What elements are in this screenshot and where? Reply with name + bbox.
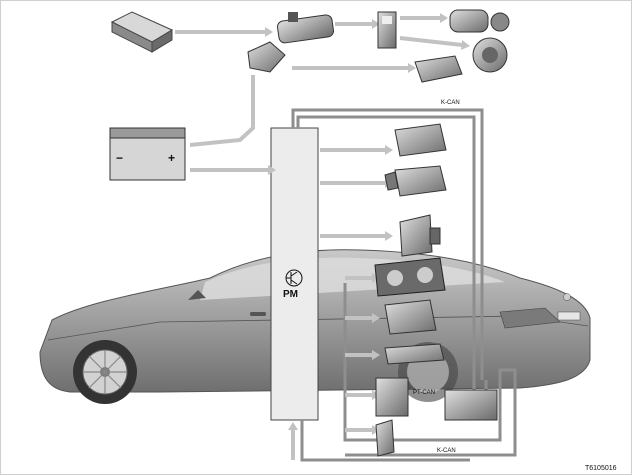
door-handle-front <box>250 312 266 316</box>
battery-sensor-module <box>110 11 174 53</box>
svg-text:+: + <box>168 151 175 165</box>
starter-cable-connector <box>247 12 334 73</box>
control-unit-2 <box>384 165 447 197</box>
signal-arrows <box>175 16 463 460</box>
tail-light <box>499 307 561 329</box>
license-plate <box>557 311 581 321</box>
control-unit-4 <box>384 343 445 365</box>
fuse-distribution-box <box>414 55 463 83</box>
k-can-bus-top-inner <box>296 115 476 395</box>
bottom-sensor <box>375 419 395 457</box>
instrument-cluster <box>374 257 446 297</box>
k-can-top-label: K-CAN <box>441 100 460 106</box>
control-unit-5 <box>375 377 409 417</box>
brand-badge <box>563 293 571 301</box>
loudspeaker-module <box>399 214 441 257</box>
pt-can-label: PT-CAN <box>413 390 436 396</box>
bus-lines <box>291 108 517 462</box>
starter-motor <box>449 9 510 33</box>
control-unit-3 <box>384 299 437 335</box>
k-can-bus-top <box>291 108 484 380</box>
vehicle-battery: − + <box>109 127 186 181</box>
k-can-bus-bottom <box>300 420 470 462</box>
control-unit-1 <box>394 123 447 157</box>
pt-can-bus <box>343 283 517 457</box>
svg-text:−: − <box>116 151 123 165</box>
alternator <box>472 37 508 73</box>
relay-module <box>377 11 397 49</box>
power-module-label: PM <box>283 289 298 300</box>
figure-id: T6105016 <box>585 465 617 472</box>
pt-can-module <box>444 389 498 421</box>
transistor-symbol <box>285 269 303 287</box>
arrow-battery-cable <box>189 75 255 147</box>
k-can-bottom-label: K-CAN <box>437 448 456 454</box>
side-mirror <box>188 290 206 300</box>
